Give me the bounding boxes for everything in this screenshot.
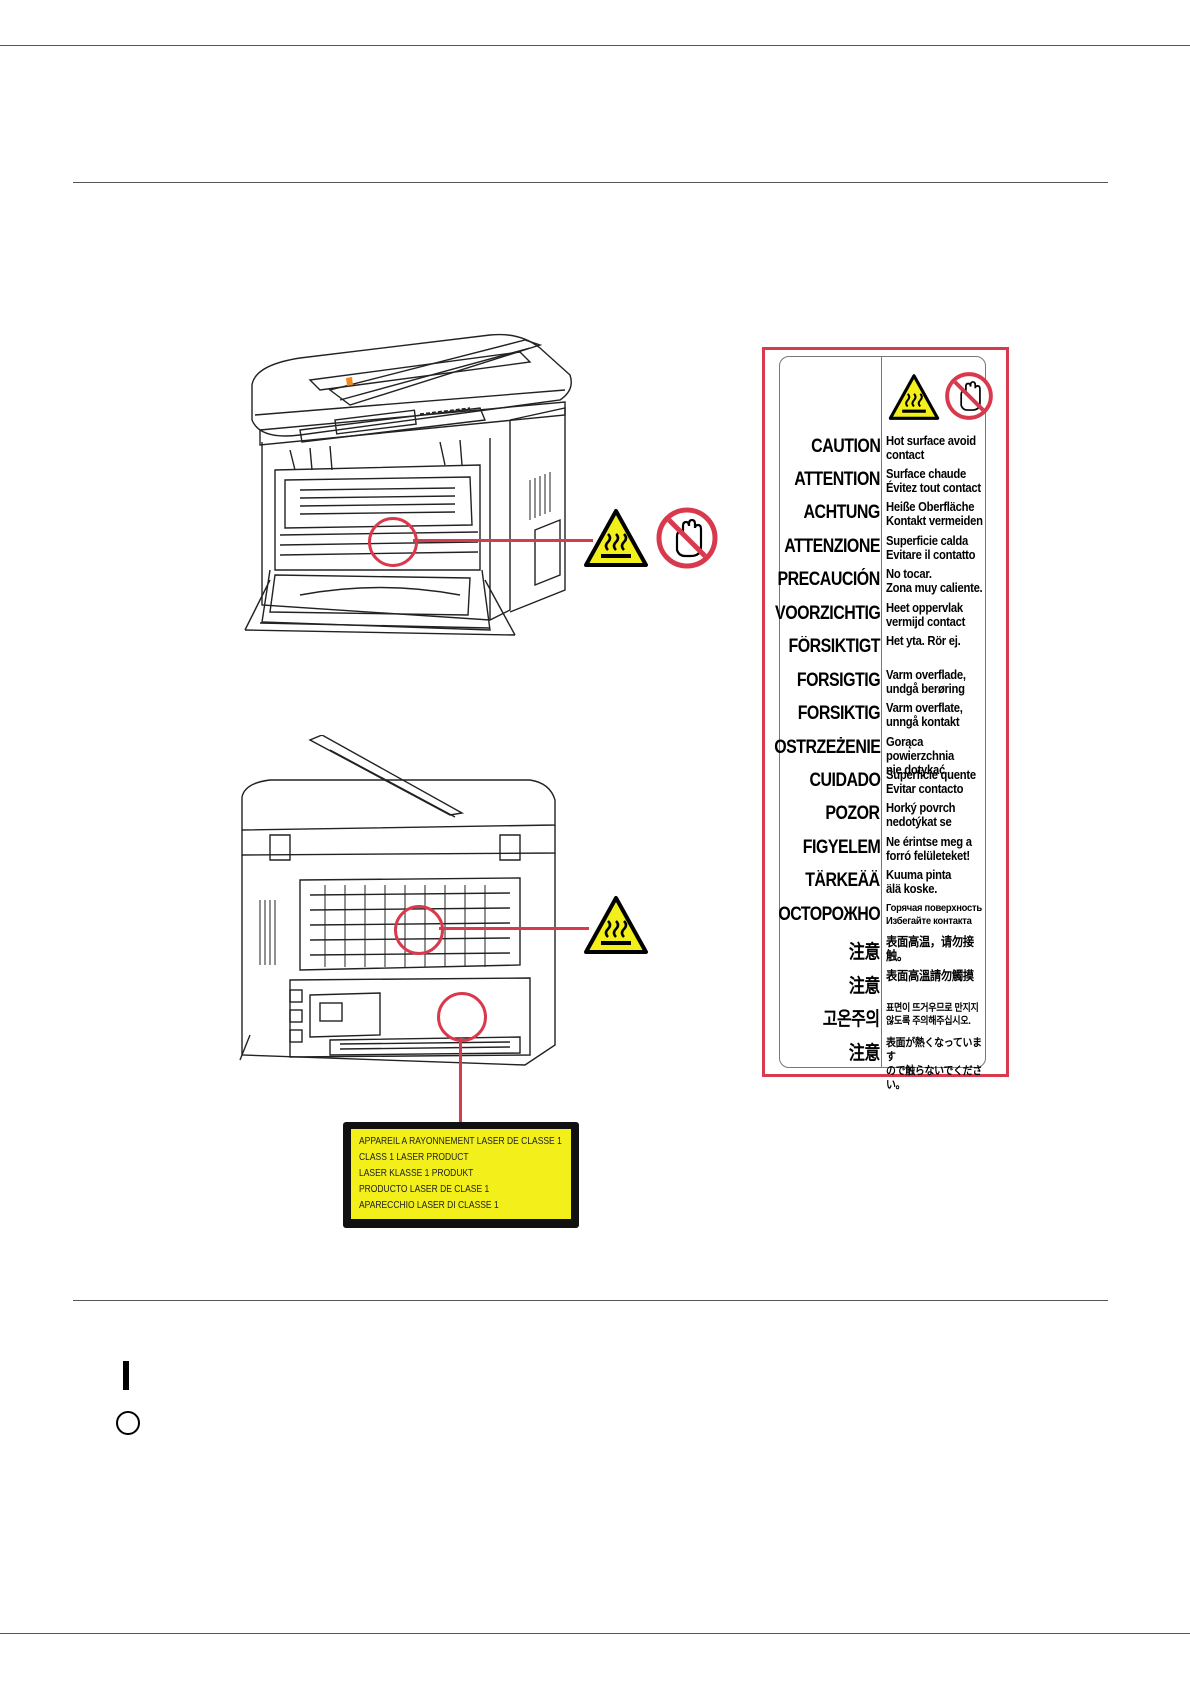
label-warning-word: PRECAUCIÓN [777, 569, 881, 590]
label-warning-message: Varm overflade, undgå berøring [886, 668, 966, 696]
label-row: OSTRZEŻENIE Gorąca powierzchnia nie doty… [774, 735, 993, 777]
label-warning-message: Ne érintse meg a forró felületeket! [886, 835, 972, 863]
section-rule-bottom [73, 1300, 1108, 1301]
label-warning-word: OSTRZEŻENIE [773, 737, 881, 758]
label-warning-word: VOORZICHTIG [774, 603, 881, 624]
label-warning-message: 表面高溫請勿觸摸 [886, 969, 974, 983]
label-warning-message: Heiße Oberfläche Kontakt vermeiden [886, 500, 983, 528]
label-warning-message: Horký povrch nedotýkat se [886, 801, 956, 829]
label-row: ОСТОРОЖНО Горячая поверхность Избегайте … [778, 902, 993, 934]
laser-callout-line [459, 1038, 462, 1122]
hot-surface-warning-icon [584, 896, 648, 954]
label-warning-message: 表面が熱くなっています ので触らないでください。 [886, 1037, 983, 1091]
rear-fuser-callout-circle [394, 905, 444, 955]
label-row: 注意 表面高温，请勿接触。 [780, 935, 993, 967]
label-row: TÄRKEÄÄ Kuuma pinta älä koske. [780, 868, 993, 900]
hot-surface-warning-icon [888, 374, 940, 420]
label-warning-word: CUIDADO [809, 770, 880, 791]
hot-surface-warning-label: CAUTION Hot surface avoid contact ATTENT… [762, 347, 1009, 1091]
label-warning-word: FORSIKTIG [797, 703, 881, 724]
label-warning-message: 表面高温，请勿接触。 [886, 935, 974, 963]
do-not-touch-icon [945, 372, 993, 420]
label-warning-message: Surface chaude Évitez tout contact [886, 467, 981, 495]
label-warning-message: Superfície quente Evitar contacto [886, 768, 976, 796]
rear-callout-line [439, 927, 589, 930]
label-row: POZOR Horký povrch nedotýkat se [780, 801, 993, 833]
label-warning-word: ATTENZIONE [784, 536, 880, 557]
label-warning-message: Gorąca powierzchnia nie dotykać [886, 735, 955, 777]
label-row: FORSIGTIG Varm overflade, undgå berøring [780, 668, 993, 700]
power-off-symbol-icon [116, 1411, 140, 1435]
label-row: 注意 表面高溫請勿觸摸 [780, 969, 993, 1001]
label-row: CAUTION Hot surface avoid contact [780, 434, 993, 466]
label-warning-word: ATTENTION [794, 469, 880, 490]
label-warning-word: CAUTION [810, 436, 881, 457]
laser-callout-circle [437, 992, 487, 1042]
header-rule [0, 45, 1190, 46]
hot-surface-warning-icon [584, 509, 648, 567]
label-warning-word: ОСТОРОЖНО [778, 904, 880, 925]
label-row: 注意 表面が熱くなっています ので触らないでください。 [780, 1036, 993, 1091]
label-warning-word: POZOR [825, 803, 881, 824]
label-warning-word: FORSIGTIG [796, 670, 881, 691]
section-rule-top [73, 182, 1108, 183]
label-row: 고온주의 표면이 뜨거우므로 만지지 않도록 주의해주십시오. [780, 1002, 993, 1034]
label-warning-word: FIGYELEM [802, 837, 880, 858]
label-row: FORSIKTIG Varm overflate, unngå kontakt [780, 701, 993, 733]
label-warning-word: ACHTUNG [803, 502, 881, 523]
label-warning-message: No tocar. Zona muy caliente. [886, 567, 983, 595]
label-warning-message: Superficie calda Evitare il contatto [886, 534, 976, 562]
label-row: ATTENTION Surface chaude Évitez tout con… [780, 467, 993, 499]
label-warning-word: 고온주의 [823, 1009, 880, 1030]
printer-front-view-illustration [244, 333, 572, 636]
laser-label-line: APARECCHIO LASER DI CLASSE 1 [359, 1200, 499, 1211]
label-warning-word: 注意 [849, 976, 880, 997]
front-fuser-callout-circle [368, 517, 418, 567]
label-warning-message: Varm overflate, unngå kontakt [886, 701, 963, 729]
label-warning-message: Het yta. Rör ej. [886, 634, 961, 648]
label-row: FIGYELEM Ne érintse meg a forró felülete… [780, 835, 993, 867]
do-not-touch-icon [656, 507, 718, 569]
power-on-symbol-icon [123, 1361, 129, 1390]
laser-label-line: APPAREIL A RAYONNEMENT LASER DE CLASSE 1 [359, 1136, 562, 1147]
label-warning-message: Hot surface avoid contact [886, 434, 976, 462]
laser-label-line: LASER KLASSE 1 PRODUKT [359, 1168, 474, 1179]
printer-rear-view-illustration [239, 735, 556, 1066]
laser-label-line: CLASS 1 LASER PRODUCT [359, 1152, 469, 1163]
label-warning-message: Heet oppervlak vermijd contact [886, 601, 966, 629]
label-row: VOORZICHTIG Heet oppervlak vermijd conta… [775, 601, 993, 633]
label-warning-word: TÄRKEÄÄ [805, 870, 881, 891]
label-row: CUIDADO Superfície quente Evitar contact… [780, 768, 993, 800]
label-row: FÖRSIKTIGT Het yta. Rör ej. [780, 634, 993, 666]
laser-product-label: APPAREIL A RAYONNEMENT LASER DE CLASSE 1… [343, 1122, 579, 1228]
footer-rule [0, 1633, 1190, 1634]
label-warning-word: 注意 [849, 942, 880, 963]
label-row: ATTENZIONE Superficie calda Evitare il c… [780, 534, 993, 566]
label-warning-message: Горячая поверхность Избегайте контакта [886, 902, 982, 927]
label-row: ACHTUNG Heiße Oberfläche Kontakt vermeid… [780, 500, 993, 532]
front-callout-line [413, 539, 593, 542]
label-warning-message: Kuuma pinta älä koske. [886, 868, 952, 896]
laser-label-line: PRODUCTO LASER DE CLASE 1 [359, 1184, 490, 1195]
label-warning-word: 注意 [849, 1043, 880, 1064]
label-warning-word: FÖRSIKTIGT [788, 636, 880, 657]
label-warning-message: 표면이 뜨거우므로 만지지 않도록 주의해주십시오. [886, 1003, 979, 1027]
label-row: PRECAUCIÓN No tocar. Zona muy caliente. [777, 567, 993, 599]
